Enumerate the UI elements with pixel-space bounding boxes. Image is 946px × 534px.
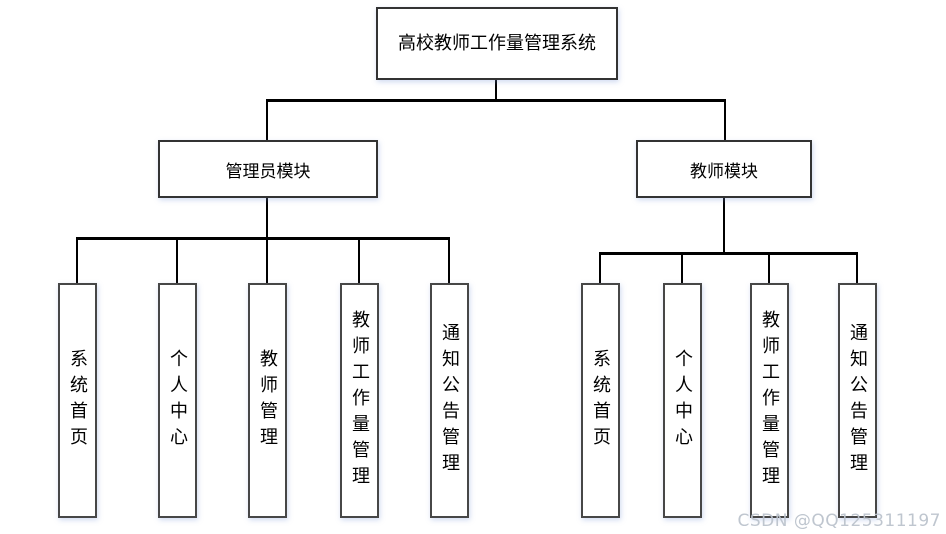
branch-node-admin-module: 管理员模块 bbox=[158, 140, 378, 198]
connector-teacher-drop bbox=[724, 99, 726, 140]
root-node: 高校教师工作量管理系统 bbox=[376, 7, 618, 80]
connector-teacher-leaf3-drop bbox=[768, 254, 770, 283]
connector-admin-horizontal bbox=[76, 237, 450, 240]
leaf-label: 通知公告管理 bbox=[439, 322, 460, 479]
leaf-node-admin-teacher-management: 教师管理 bbox=[248, 283, 287, 518]
connector-admin-leaf1-drop bbox=[76, 239, 78, 283]
leaf-label: 教师管理 bbox=[257, 348, 278, 453]
leaf-label: 教师工作量管理 bbox=[759, 309, 780, 492]
leaf-node-teacher-teacher-workload-management: 教师工作量管理 bbox=[750, 283, 789, 518]
leaf-label: 教师工作量管理 bbox=[349, 309, 370, 492]
leaf-node-admin-system-home: 系统首页 bbox=[58, 283, 97, 518]
leaf-node-admin-teacher-workload-management: 教师工作量管理 bbox=[340, 283, 379, 518]
connector-teacher-leaf4-drop bbox=[856, 254, 858, 283]
branch-node-teacher-module: 教师模块 bbox=[636, 140, 812, 198]
leaf-label: 系统首页 bbox=[590, 348, 611, 453]
leaf-label: 个人中心 bbox=[672, 348, 693, 453]
connector-admin-leaf5-drop bbox=[448, 239, 450, 283]
connector-admin-leaf2-drop bbox=[176, 239, 178, 283]
connector-admin-leaf3-drop bbox=[266, 239, 268, 283]
leaf-node-teacher-personal-center: 个人中心 bbox=[663, 283, 702, 518]
leaf-label: 通知公告管理 bbox=[847, 322, 868, 479]
leaf-node-admin-notice-announcement-management: 通知公告管理 bbox=[430, 283, 469, 518]
connector-admin-drop bbox=[266, 99, 268, 140]
branch-node-admin-label: 管理员模块 bbox=[225, 161, 311, 182]
root-node-label: 高校教师工作量管理系统 bbox=[398, 33, 596, 54]
leaf-node-teacher-notice-announcement-management: 通知公告管理 bbox=[838, 283, 877, 518]
connector-teacher-horizontal bbox=[599, 252, 858, 255]
connector-admin-leaf4-drop bbox=[358, 239, 360, 283]
csdn-watermark: CSDN @QQ125311197 bbox=[737, 511, 941, 531]
leaf-node-teacher-system-home: 系统首页 bbox=[581, 283, 620, 518]
leaf-node-admin-personal-center: 个人中心 bbox=[158, 283, 197, 518]
leaf-label: 个人中心 bbox=[167, 348, 188, 453]
branch-node-teacher-label: 教师模块 bbox=[690, 161, 758, 182]
connector-root-stem bbox=[495, 80, 497, 101]
leaf-label: 系统首页 bbox=[67, 348, 88, 453]
connector-teacher-leaf1-drop bbox=[599, 254, 601, 283]
connector-teacher-leaf2-drop bbox=[681, 254, 683, 283]
connector-teacher-stem bbox=[723, 198, 725, 254]
connector-admin-stem bbox=[266, 198, 268, 238]
connector-level1-horizontal bbox=[266, 99, 726, 102]
